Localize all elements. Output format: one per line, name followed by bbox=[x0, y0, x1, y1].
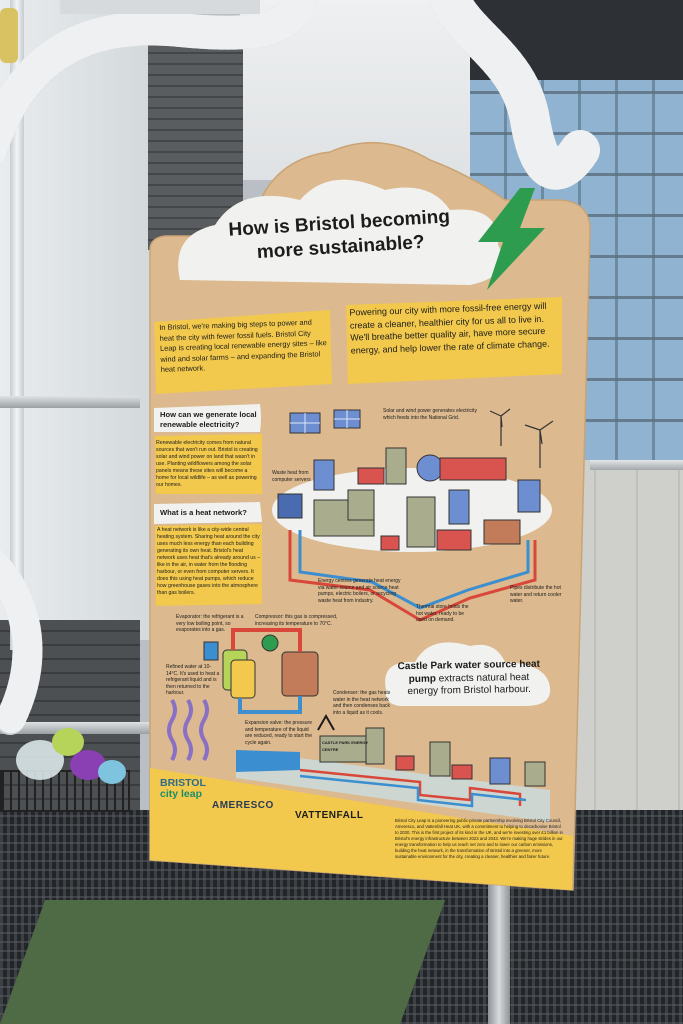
logo-bristol-line1: BRISTOL bbox=[160, 777, 206, 789]
castle-park-cloud bbox=[385, 642, 551, 706]
label-solar-wind: Solar and wind power generates electrici… bbox=[383, 408, 477, 421]
castle-park-heading: Castle Park water source heat pump extra… bbox=[393, 659, 546, 699]
heat-waves-icon bbox=[167, 698, 209, 762]
logo-bristol-line2: city leap bbox=[160, 788, 203, 800]
castle-park-building-label: CASTLE PARK ENERGY CENTRE bbox=[322, 740, 369, 752]
handrail-right bbox=[590, 460, 683, 470]
label-waste-heat: Waste heat from computer servers bbox=[272, 470, 311, 483]
sign-post bbox=[488, 880, 510, 1024]
label-compressor: Compressor: this gas is compressed, incr… bbox=[255, 614, 338, 627]
label-evaporator: Evaporator: the refrigerant is a very lo… bbox=[176, 614, 244, 633]
wind-turbine-icon bbox=[489, 408, 554, 468]
intro-left-text: In Bristol, we're making big steps to po… bbox=[159, 317, 327, 374]
up-arrow-icon bbox=[317, 713, 335, 731]
title-cloud bbox=[178, 179, 503, 285]
handrail-upper bbox=[0, 396, 140, 408]
label-energy-centres: Energy centres generate heat energy via … bbox=[318, 578, 401, 604]
glass-frame bbox=[10, 0, 24, 650]
vattenfall-logo: VATTENFALL bbox=[295, 810, 364, 821]
answer-heat-network: A heat network is like a city-wide centr… bbox=[157, 527, 261, 596]
answer-renewable-electricity: Renewable electricity comes from natural… bbox=[156, 440, 258, 488]
label-thermal-store: Thermal store holds the hot water, ready… bbox=[416, 604, 469, 623]
intro-left-box bbox=[154, 310, 332, 394]
label-condenser: Condenser: the gas heats water in the he… bbox=[333, 690, 391, 716]
solar-panel-icon bbox=[289, 409, 361, 434]
lightning-bolt-icon bbox=[478, 188, 545, 290]
handrail-lower bbox=[0, 722, 150, 734]
question-heat-network: What is a heat network? bbox=[160, 508, 247, 517]
bristol-city-leap-logo: BRISTOL city leap bbox=[160, 778, 206, 800]
label-pipes: Pipes distribute the hot water and retur… bbox=[510, 585, 562, 604]
question-renewable-electricity: How can we generate local renewable elec… bbox=[160, 410, 257, 429]
intro-right-box bbox=[346, 297, 562, 384]
ameresco-logo: AMERESCO bbox=[212, 800, 274, 811]
label-expansion-valve: Expansion valve: the pressure and temper… bbox=[245, 720, 312, 746]
intro-right-text: Powering our city with more fossil-free … bbox=[349, 300, 550, 356]
footer-band bbox=[150, 768, 573, 890]
footer-text: Bristol City Leap is a pioneering public… bbox=[395, 818, 563, 859]
label-refined-water: Refined water at 10-14°C. It's used to h… bbox=[166, 664, 220, 696]
